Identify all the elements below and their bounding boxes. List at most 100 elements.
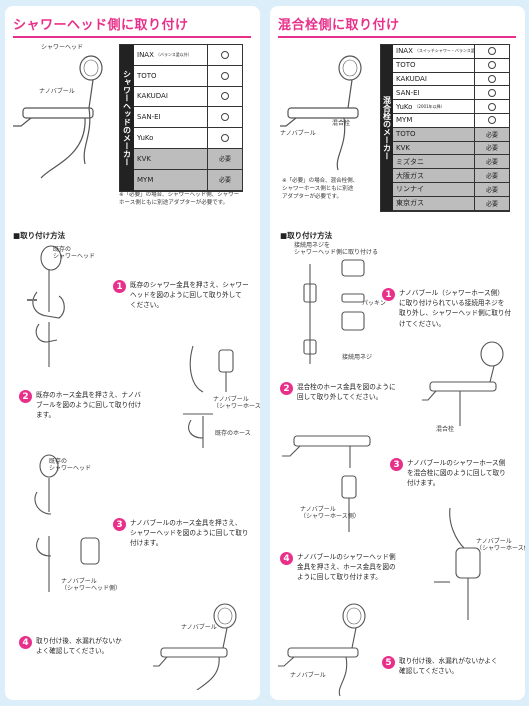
adapter-requirement bbox=[208, 128, 242, 148]
maker-row: KAKUDAI bbox=[134, 86, 242, 108]
maker-name: MYM bbox=[393, 114, 475, 127]
circle-ok-icon bbox=[488, 74, 496, 83]
remove-head-illustration bbox=[27, 245, 65, 367]
label-mixer: 混合栓 bbox=[332, 120, 351, 127]
adapter-requirement bbox=[208, 87, 242, 107]
maker-name: INAX（スイッチシャワー・バランス釜以外） bbox=[393, 45, 475, 58]
left-step-1: 1 既存のシャワー金具を押さえ、シャワー ヘッドを図のように回して取り外して く… bbox=[113, 280, 249, 311]
adapter-required-text: 必要 bbox=[485, 186, 498, 194]
label-shower-head: シャワーヘッド bbox=[41, 44, 84, 51]
adapter-requirement bbox=[475, 59, 509, 72]
maker-name: SAN-EI bbox=[393, 86, 475, 100]
maker-name: 東京ガス bbox=[393, 196, 475, 210]
maker-row: TOTO 必要 bbox=[393, 127, 509, 142]
table-vertical-header: 混合栓のメーカー bbox=[381, 45, 393, 211]
step-text: ナノバブール（シャワーホース側） に取り付けられている接続用ネジを 取り外し、シ… bbox=[399, 289, 512, 328]
step-number: 3 bbox=[390, 458, 403, 471]
adapter-requirement bbox=[208, 107, 242, 127]
adapter-requirement: 必要 bbox=[475, 128, 509, 141]
right-step-3: 3 ナノバブールのシャワーホース側 を混合栓に図のように回して取り 付けます。 bbox=[390, 458, 506, 489]
step-text: 混合栓のホース金具を図のように 回して取り外してください。 bbox=[297, 383, 396, 402]
circle-ok-icon bbox=[221, 92, 229, 101]
adapter-requirement: 必要 bbox=[208, 170, 242, 190]
maker-row: MYM 必要 bbox=[134, 169, 242, 191]
left-step-2: 2 既存のホース金具を押さえ、ナノバ ブールを図のように回して取り付け ます。 bbox=[19, 390, 141, 421]
final-check-illustration bbox=[153, 603, 237, 690]
maker-name: TOTO bbox=[393, 127, 475, 141]
adapter-requirement: 必要 bbox=[475, 183, 509, 196]
label-connector: 接続用ネジ bbox=[342, 354, 373, 361]
remove-hose-illustration bbox=[422, 341, 504, 426]
label-connector-note: 接続用ネジを シャワーヘッド側に取り付ける bbox=[294, 242, 379, 257]
adapter-required-text: 必要 bbox=[485, 159, 498, 167]
label-nanobubble: ナノバブール bbox=[280, 130, 316, 137]
step-text: ナノバブールのホース金具を押さえ、 シャワーヘッドを図のように回して取り 付けま… bbox=[130, 519, 249, 548]
install-method-heading: ■取り付け方法 bbox=[13, 231, 66, 240]
maker-name: YuKo（2001年以降） bbox=[393, 100, 475, 113]
right-step-1: 1 ナノバブール（シャワーホース側） に取り付けられている接続用ネジを 取り外し… bbox=[382, 288, 511, 329]
maker-row: リンナイ 必要 bbox=[393, 183, 509, 197]
maker-name: YuKo bbox=[134, 128, 208, 148]
left-step-3: 3 ナノバブールのホース金具を押さえ、 シャワーヘッドを図のように回して取り 付… bbox=[113, 518, 249, 549]
adapter-requirement bbox=[475, 100, 509, 113]
maker-row: KVK 必要 bbox=[134, 149, 242, 170]
step-text: 既存のシャワー金具を押さえ、シャワー ヘッドを図のように回して取り外して くださ… bbox=[130, 281, 249, 310]
maker-name-text: 東京ガス bbox=[396, 199, 424, 208]
step-number: 2 bbox=[280, 382, 293, 395]
maker-name-text: INAX bbox=[396, 47, 413, 56]
maker-name: TOTO bbox=[393, 58, 475, 72]
adapter-requirement bbox=[475, 45, 509, 58]
maker-name: INAX（バランス釜以外） bbox=[134, 45, 208, 65]
adapter-required-text: 必要 bbox=[218, 156, 231, 164]
maker-name: ミズタニ bbox=[393, 155, 475, 169]
right-step-5: 5 取り付け後、水漏れがないかよく 確認してください。 bbox=[382, 656, 498, 676]
attach-mixer-illustration bbox=[282, 435, 371, 532]
table-note: ※「必要」の場合、混合栓側、 シャワーホース側ともに別途 アダプターが必要です。 bbox=[282, 178, 359, 200]
shower-head-side-title: シャワーヘッド側に取り付け bbox=[13, 18, 189, 33]
circle-ok-icon bbox=[221, 50, 229, 59]
adapter-requirement: 必要 bbox=[475, 155, 509, 168]
adapter-requirement: 必要 bbox=[475, 197, 509, 210]
maker-name-text: MYM bbox=[137, 175, 154, 184]
attach-head-mixer-illustration bbox=[434, 507, 481, 620]
right-step-2: 2 混合栓のホース金具を図のように 回して取り外してください。 bbox=[280, 382, 396, 402]
title-underline bbox=[278, 36, 516, 38]
maker-row: KAKUDAI bbox=[393, 72, 509, 87]
circle-ok-icon bbox=[488, 47, 496, 56]
connector-illustration bbox=[303, 259, 365, 364]
maker-name-text: リンナイ bbox=[396, 185, 424, 194]
maker-name-text: TOTO bbox=[396, 130, 416, 139]
shower-faucet-illustration bbox=[13, 55, 103, 179]
maker-name-text: TOTO bbox=[137, 71, 157, 80]
circle-ok-icon bbox=[488, 102, 496, 111]
maker-row: TOTO bbox=[393, 58, 509, 73]
step-text: 取り付け後、水漏れがないか よく確認してください。 bbox=[36, 637, 122, 656]
maker-name: KAKUDAI bbox=[393, 72, 475, 86]
maker-note: （バランス釜以外） bbox=[155, 51, 192, 57]
maker-name: KVK bbox=[134, 149, 208, 169]
label-nano-hose-side: ナノバブール （シャワーホース側） bbox=[213, 396, 260, 411]
maker-name: TOTO bbox=[134, 65, 208, 86]
final-check-mixer-illustration bbox=[278, 603, 366, 697]
adapter-required-text: 必要 bbox=[218, 177, 231, 185]
maker-name-text: KAKUDAI bbox=[137, 92, 168, 101]
adapter-required-text: 必要 bbox=[485, 131, 498, 139]
maker-name: KVK bbox=[393, 141, 475, 155]
adapter-requirement bbox=[208, 45, 242, 65]
maker-note: （スイッチシャワー・バランス釜以外） bbox=[414, 48, 475, 54]
maker-name-text: MYM bbox=[396, 116, 413, 125]
step-number: 1 bbox=[382, 288, 395, 301]
step-number: 4 bbox=[19, 636, 32, 649]
maker-name: 大阪ガス bbox=[393, 169, 475, 182]
adapter-requirement bbox=[475, 73, 509, 86]
circle-ok-icon bbox=[221, 134, 229, 143]
step-number: 1 bbox=[113, 280, 126, 293]
circle-ok-icon bbox=[488, 61, 496, 70]
adapter-requirement: 必要 bbox=[475, 169, 509, 182]
step-text: ナノバブールのシャワーホース側 を混合栓に図のように回して取り 付けます。 bbox=[407, 459, 506, 488]
adapter-requirement: 必要 bbox=[475, 142, 509, 155]
mixer-side-panel: 混合栓側に取り付け 混合栓 ナノバブール 混合栓のメーカー INAX（スイッチシ… bbox=[270, 6, 525, 700]
maker-row: SAN-EI bbox=[134, 107, 242, 129]
circle-ok-icon bbox=[221, 71, 229, 80]
